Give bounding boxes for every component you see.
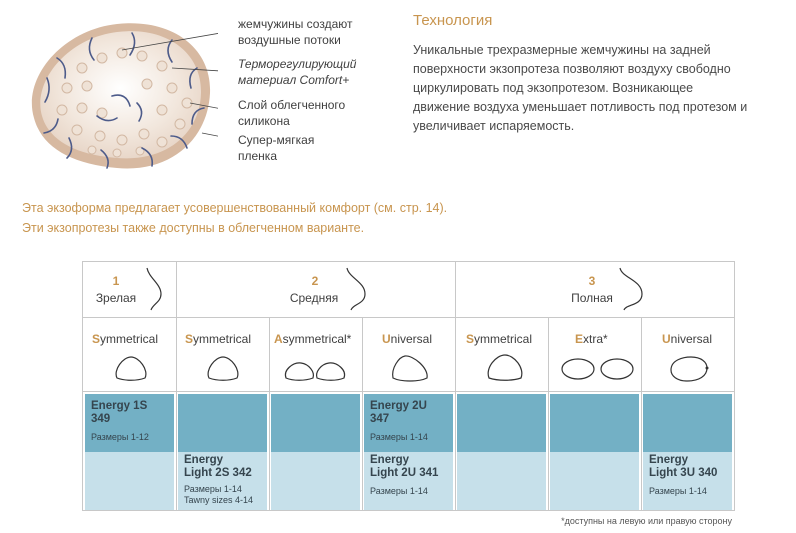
size-name: Средняя — [289, 291, 339, 305]
shape-label-symmetrical: Symmetrical — [185, 332, 252, 346]
product-column — [550, 394, 639, 510]
breast-profile-icon — [619, 267, 643, 311]
universal-shape-icon — [670, 356, 709, 382]
shape-label-symmetrical: Symmetrical — [466, 332, 533, 346]
note-comfort: Эта экзоформа предлагает усовершенствова… — [22, 201, 448, 215]
note-light: Эти экзопротезы также доступны в облегче… — [22, 221, 365, 235]
universal-shape-icon — [392, 355, 428, 382]
callout-material: Терморегулирующий материал Comfort+ — [238, 57, 357, 87]
size-number: 1 — [112, 274, 120, 288]
size-number: 2 — [311, 274, 319, 288]
symmetrical-shape-icon — [487, 354, 523, 381]
callout-film: Супер-мягкая пленка — [238, 133, 315, 163]
grid-line — [269, 317, 270, 510]
symmetrical-shape-icon — [207, 356, 239, 381]
breast-profile-icon — [146, 267, 162, 311]
technology-text: Уникальные трехразмерные жемчужины на за… — [413, 43, 748, 133]
callout-pearls: жемчужины создают воздушные потоки — [238, 17, 353, 47]
product-column — [457, 394, 546, 510]
footnote: *доступны на левую или правую сторону — [561, 516, 732, 526]
shape-label-symmetrical: Symmetrical — [92, 332, 159, 346]
asymmetrical-shape-icon — [284, 362, 346, 381]
technology-title: Технология — [413, 12, 493, 29]
product-sizes: Размеры 1-14 — [649, 486, 707, 496]
grid-line — [455, 262, 456, 510]
shape-label-universal: Universal — [662, 332, 713, 346]
product-sizes: Размеры 1-12 — [91, 432, 149, 442]
product-sizes: Размеры 1-14 — [370, 432, 428, 442]
extra-shape-icon — [561, 358, 634, 380]
grid-line — [362, 317, 363, 510]
prosthesis-illustration — [31, 23, 218, 169]
symmetrical-shape-icon — [115, 356, 147, 381]
shape-label-asymmetrical: Asymmetrical* — [274, 332, 352, 346]
grid-line — [83, 391, 734, 392]
shape-label-extra: Extra* — [575, 332, 608, 346]
size-number: 3 — [588, 274, 596, 288]
grid-line — [548, 317, 549, 510]
grid-line — [176, 262, 177, 510]
size-name: Полная — [571, 291, 613, 305]
callout-silicone: Слой облегченного силикона — [238, 98, 346, 128]
breast-profile-icon — [346, 267, 366, 311]
product-sizes: Размеры 1-14 — [370, 486, 428, 496]
shape-label-universal: Universal — [382, 332, 433, 346]
grid-line — [83, 317, 734, 318]
product-grid: 1 Зрелая 2 Средняя 3 Полная Symmetrical … — [82, 261, 735, 511]
grid-line — [641, 317, 642, 510]
product-column — [271, 394, 360, 510]
size-name: Зрелая — [95, 291, 137, 305]
